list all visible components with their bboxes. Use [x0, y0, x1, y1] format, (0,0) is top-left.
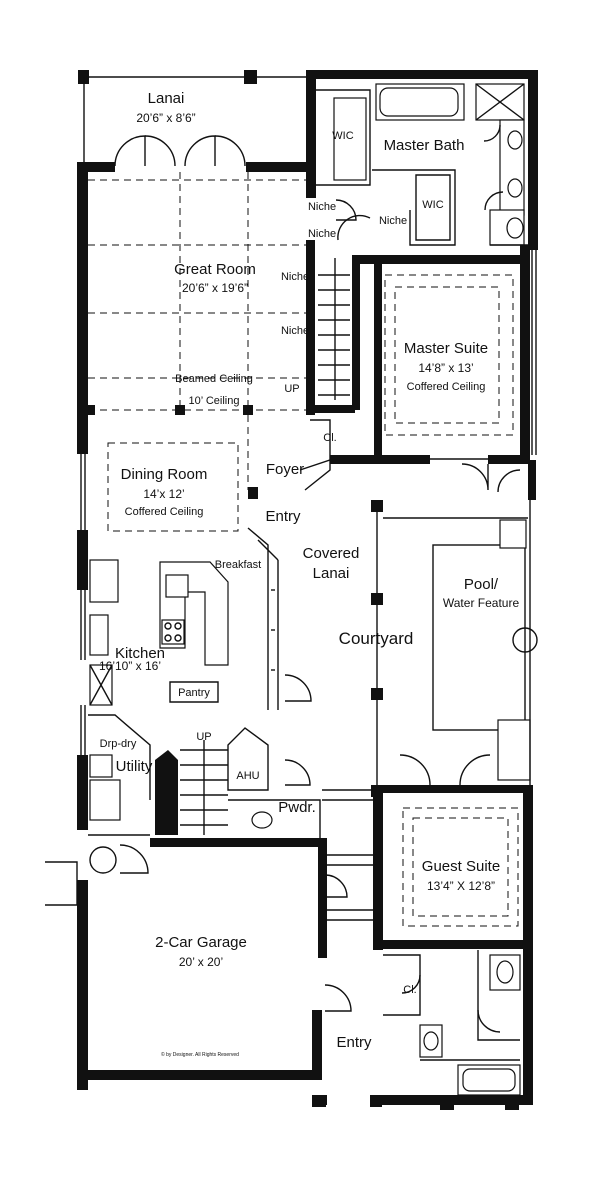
foyer-label: Foyer [266, 461, 304, 478]
kitchen-dims: 16’10” x 16’ [99, 659, 161, 673]
master-bath-label: Master Bath [384, 137, 465, 154]
niche-label-5: Niche [281, 325, 309, 337]
interior-walls [45, 83, 538, 1110]
doors [114, 124, 521, 1033]
niche-label-4: Niche [281, 271, 309, 283]
master-suite-label: Master Suite [404, 340, 488, 357]
pool-line2: Water Feature [443, 596, 520, 610]
master-suite-ceiling: Coffered Ceiling [407, 381, 486, 393]
great-room-dims: 20’6” x 19’6” [182, 281, 248, 295]
breakfast-label: Breakfast [215, 559, 261, 571]
guest-suite-dims: 13’4” X 12’8” [427, 879, 495, 893]
garage-dims: 20’ x 20’ [179, 955, 223, 969]
beamed-ceiling-grid [85, 172, 306, 490]
entry-label-main: Entry [265, 508, 301, 525]
guest-suite-label: Guest Suite [422, 858, 500, 875]
up-label-1: UP [284, 383, 299, 395]
closet-label-1: Cl. [323, 432, 336, 444]
entry-label-lower: Entry [336, 1034, 372, 1051]
great-room-label: Great Room [174, 261, 256, 278]
kitchen-label: Kitchen [115, 645, 165, 662]
windows [80, 250, 537, 1095]
great-room-ceiling-height: 10’ Ceiling [189, 395, 240, 407]
lanai-area [78, 70, 310, 165]
lanai-label: Lanai [148, 90, 185, 107]
room-labels: Lanai 20’6” x 8’6” WIC Master Bath WIC N… [99, 90, 519, 1058]
closet-label-2: Cl. [403, 984, 416, 996]
coffered-ceilings [107, 274, 519, 927]
wic-label-2: WIC [422, 199, 443, 211]
dining-room-dims: 14’x 12’ [143, 487, 184, 501]
lanai-dims: 20’6” x 8’6” [136, 111, 195, 125]
dining-room-ceiling: Coffered Ceiling [125, 506, 204, 518]
powder-label: Pwdr. [278, 799, 316, 816]
ahu-label: AHU [236, 770, 259, 782]
drop-label: Drp-dry [100, 738, 137, 750]
wic-label-1: WIC [332, 130, 353, 142]
up-label-2: UP [196, 731, 211, 743]
utility-label: Utility [116, 758, 153, 775]
stair-treads-upper [318, 258, 350, 400]
master-suite-dims: 14’8” x 13’ [418, 361, 473, 375]
garage-label: 2-Car Garage [155, 934, 247, 951]
dining-room-label: Dining Room [121, 466, 208, 483]
great-room-ceiling: Beamed Ceiling [175, 373, 253, 385]
niche-label-2: Niche [379, 215, 407, 227]
stair-treads-lower [180, 740, 228, 835]
covered-lanai-line1: Covered [303, 545, 360, 562]
copyright-note: © by Designer. All Rights Reserved [161, 1051, 239, 1058]
pantry-label: Pantry [178, 687, 210, 699]
covered-lanai-line2: Lanai [313, 565, 350, 582]
niche-label-3: Niche [308, 228, 336, 240]
pool-line1: Pool/ [464, 576, 499, 593]
courtyard-label: Courtyard [339, 629, 414, 648]
niche-label-1: Niche [308, 201, 336, 213]
